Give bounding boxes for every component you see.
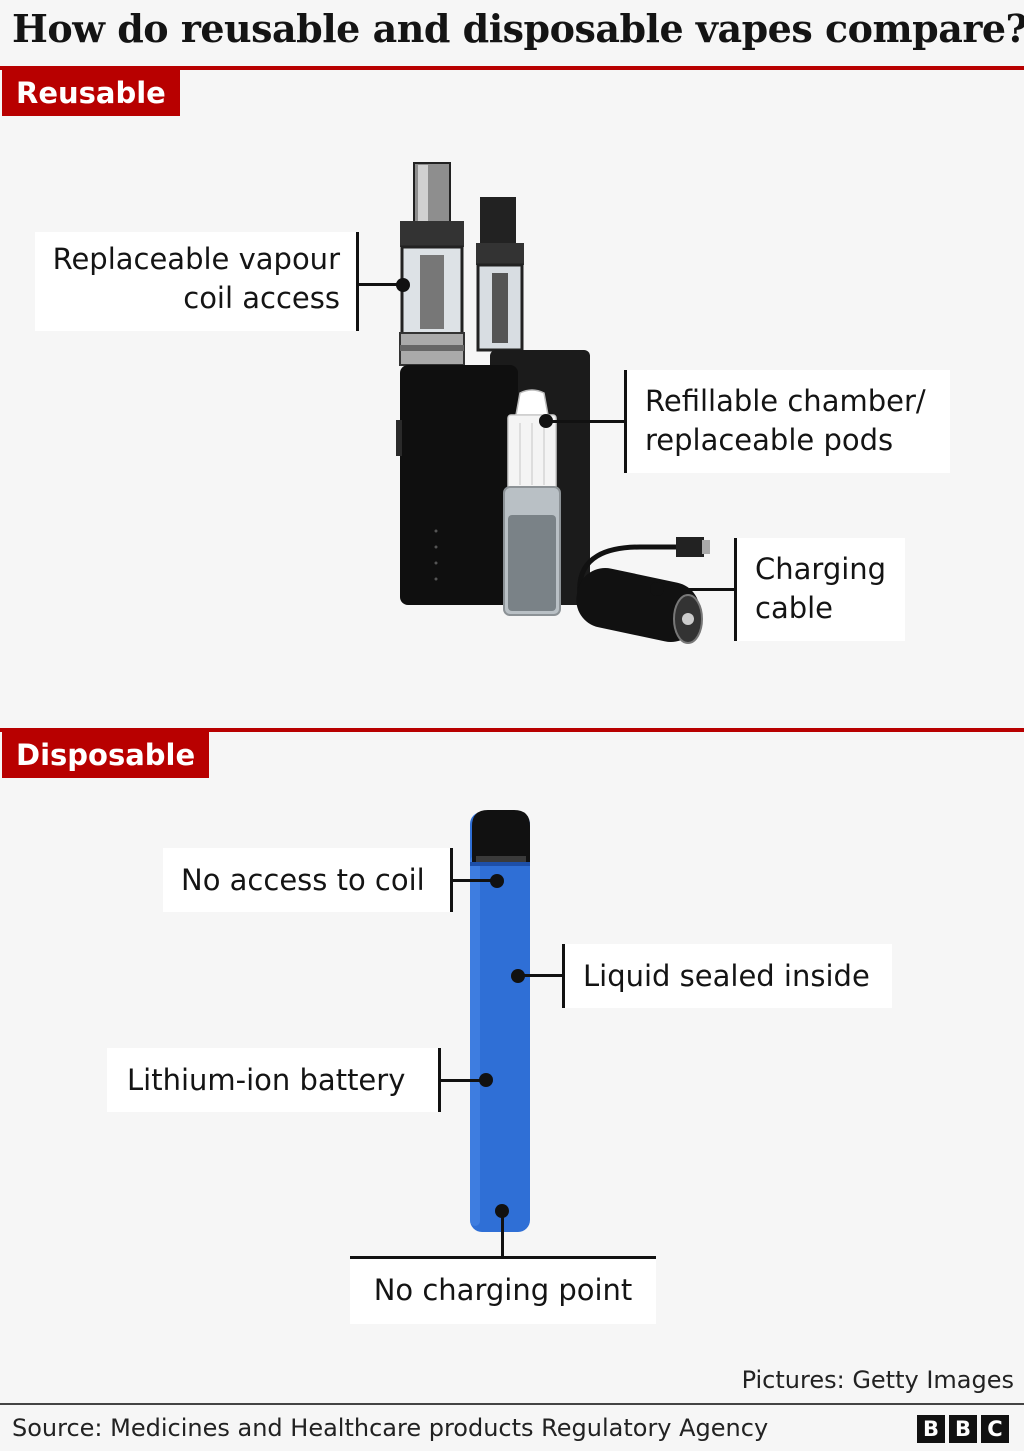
marker-cable <box>650 582 664 596</box>
marker-chamber <box>539 414 553 428</box>
footer-rule <box>0 1403 1024 1405</box>
label-refillable-chamber-line2: replaceable pods <box>645 423 894 457</box>
section-tab-reusable: Reusable <box>2 70 180 116</box>
label-replaceable-coil: Replaceable vapour coil access <box>35 232 356 331</box>
label-liquid-sealed-text: Liquid sealed inside <box>583 959 870 993</box>
connector-bar-cable <box>734 538 737 641</box>
label-refillable-chamber: Refillable chamber/ replaceable pods <box>627 370 950 473</box>
label-charging-cable-line1: Charging <box>755 552 887 586</box>
bbc-logo-letter-2: B <box>949 1415 977 1443</box>
connector-bar-liquid <box>562 944 565 1008</box>
label-no-charging: No charging point <box>350 1259 656 1324</box>
connector-line-coil <box>359 283 403 286</box>
marker-liquid <box>511 969 525 983</box>
connector-bar-charging <box>350 1256 656 1259</box>
label-lithium-battery-text: Lithium-ion battery <box>127 1063 406 1097</box>
bbc-logo: B B C <box>917 1415 1009 1443</box>
label-charging-cable-line2: cable <box>755 591 834 625</box>
label-refillable-chamber-line1: Refillable chamber/ <box>645 384 926 418</box>
label-charging-cable: Charging cable <box>737 538 905 641</box>
marker-battery <box>479 1073 493 1087</box>
reusable-vape-illustration <box>396 162 710 644</box>
label-liquid-sealed: Liquid sealed inside <box>565 944 892 1008</box>
connector-line-cable <box>657 588 734 591</box>
picture-credit: Pictures: Getty Images <box>741 1366 1014 1394</box>
connector-bar-no-coil <box>450 848 453 912</box>
bbc-logo-letter-1: B <box>917 1415 945 1443</box>
label-replaceable-coil-line1: Replaceable vapour <box>52 242 340 276</box>
header-rule <box>0 66 1024 70</box>
connector-line-battery <box>441 1079 486 1082</box>
disposable-vape-illustration <box>470 810 530 1232</box>
marker-coil <box>396 278 410 292</box>
bbc-logo-letter-3: C <box>981 1415 1009 1443</box>
connector-line-no-coil <box>453 879 497 882</box>
connector-line-liquid <box>518 974 562 977</box>
connector-bar-battery <box>438 1048 441 1112</box>
connector-bar-coil <box>356 232 359 331</box>
label-replaceable-coil-line2: coil access <box>183 281 340 315</box>
connector-bar-chamber <box>624 370 627 473</box>
section-rule-disposable <box>0 728 1024 732</box>
page-title: How do reusable and disposable vapes com… <box>12 6 1024 51</box>
source-note: Source: Medicines and Healthcare product… <box>12 1414 769 1442</box>
section-tab-disposable: Disposable <box>2 732 210 778</box>
marker-no-coil <box>490 874 504 888</box>
label-no-coil-access-text: No access to coil <box>181 863 425 897</box>
label-no-coil-access: No access to coil <box>163 848 450 912</box>
label-lithium-battery: Lithium-ion battery <box>107 1048 438 1112</box>
connector-line-chamber <box>546 420 624 423</box>
connector-line-charging <box>501 1211 504 1256</box>
label-no-charging-text: No charging point <box>373 1273 633 1307</box>
